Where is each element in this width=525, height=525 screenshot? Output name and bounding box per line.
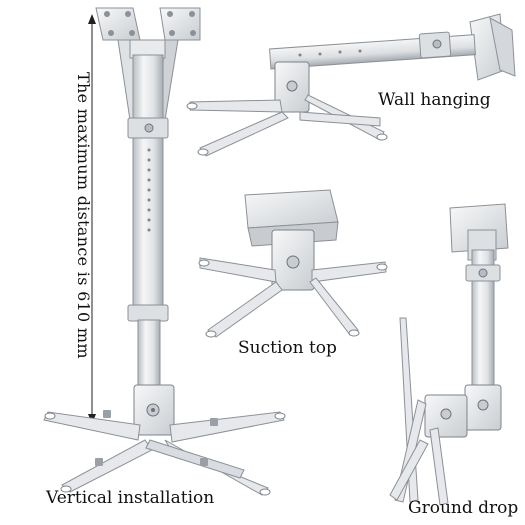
suction-top-mount: [198, 189, 388, 338]
ceiling-plate-right: [159, 7, 201, 41]
vertical-installation-label: Vertical installation: [46, 488, 215, 508]
ground-drop-label: Ground drop: [408, 498, 519, 518]
dimension-arrow-top: [88, 14, 96, 24]
ground-drop-mount: [389, 203, 509, 506]
inner-pole: [137, 319, 161, 391]
ceiling-plate: [244, 189, 339, 229]
vertical-installation-mount: [43, 7, 286, 496]
wall-hanging-mount: [186, 13, 516, 157]
suction-top-label: Suction top: [238, 338, 337, 358]
outer-pole: [132, 54, 164, 316]
clamp-screw-icon: [144, 123, 154, 133]
dimension-label: The maximum distance is 610 mm: [74, 72, 93, 359]
ceiling-plate-left: [95, 7, 141, 41]
spider-arms: [43, 411, 285, 496]
wall-hanging-label: Wall hanging: [378, 90, 491, 110]
